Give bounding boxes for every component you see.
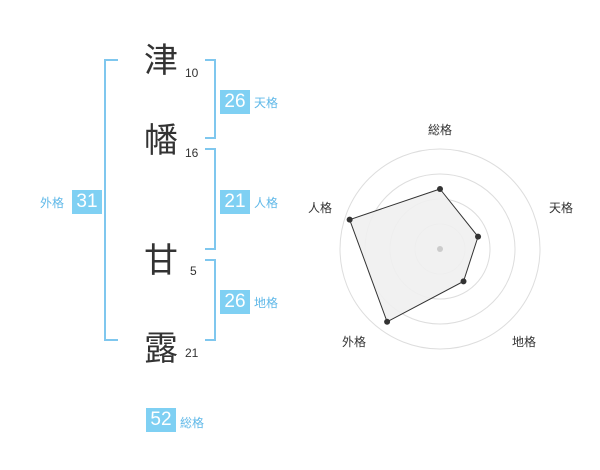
name-char-2: 幡 [144,121,178,161]
soukaku-badge: 52 [146,408,176,432]
tenkaku-bracket-vertical [214,59,216,139]
chikaku-bracket-vertical [214,259,216,341]
radar-center-dot [437,246,443,252]
radar-points [346,186,482,325]
gaikaku-bracket-top [104,59,118,61]
name-char-1: 津 [144,41,178,81]
radar-label-gaikaku: 外格 [342,335,367,349]
radar-point-3 [460,278,467,285]
radar-point-2 [475,233,482,240]
name-char-3: 甘 [144,241,178,281]
soukaku-label: 総格 [180,416,205,430]
radar-label-jinkaku: 人格 [308,201,333,215]
jinkaku-bracket-vertical [214,148,216,250]
radar-ring [339,148,541,350]
jinkaku-bracket-top [205,148,216,150]
name-char-4: 露 [144,329,178,369]
jinkaku-badge: 21 [220,190,250,214]
radar-label-chikaku: 地格 [512,335,537,349]
stroke-count-1: 10 [185,66,199,80]
tenkaku-label: 天格 [254,96,279,110]
chikaku-badge: 26 [220,290,250,314]
radar-label-soukaku: 総格 [428,123,453,137]
radar-point-5 [346,216,353,223]
chikaku-bracket-top [205,259,216,261]
jinkaku-bracket-bottom [205,248,216,250]
stroke-count-2: 16 [185,146,199,160]
tenkaku-bracket-bottom [205,137,216,139]
tenkaku-badge: 26 [220,90,250,114]
radar-label-tenkaku: 天格 [549,201,574,215]
jinkaku-label: 人格 [254,196,279,210]
gaikaku-label: 外格 [40,196,65,210]
gaikaku-badge: 31 [72,190,102,214]
gaikaku-bracket-vertical [104,59,106,341]
chikaku-bracket-bottom [205,339,216,341]
radar-point-4 [384,318,391,325]
radar-point-1 [437,186,443,192]
radar-area [349,188,479,323]
tenkaku-bracket-top [205,59,216,61]
stroke-count-4: 21 [185,346,199,360]
stroke-count-3: 5 [190,264,197,278]
chikaku-label: 地格 [254,296,279,310]
gaikaku-bracket-bottom [104,339,118,341]
